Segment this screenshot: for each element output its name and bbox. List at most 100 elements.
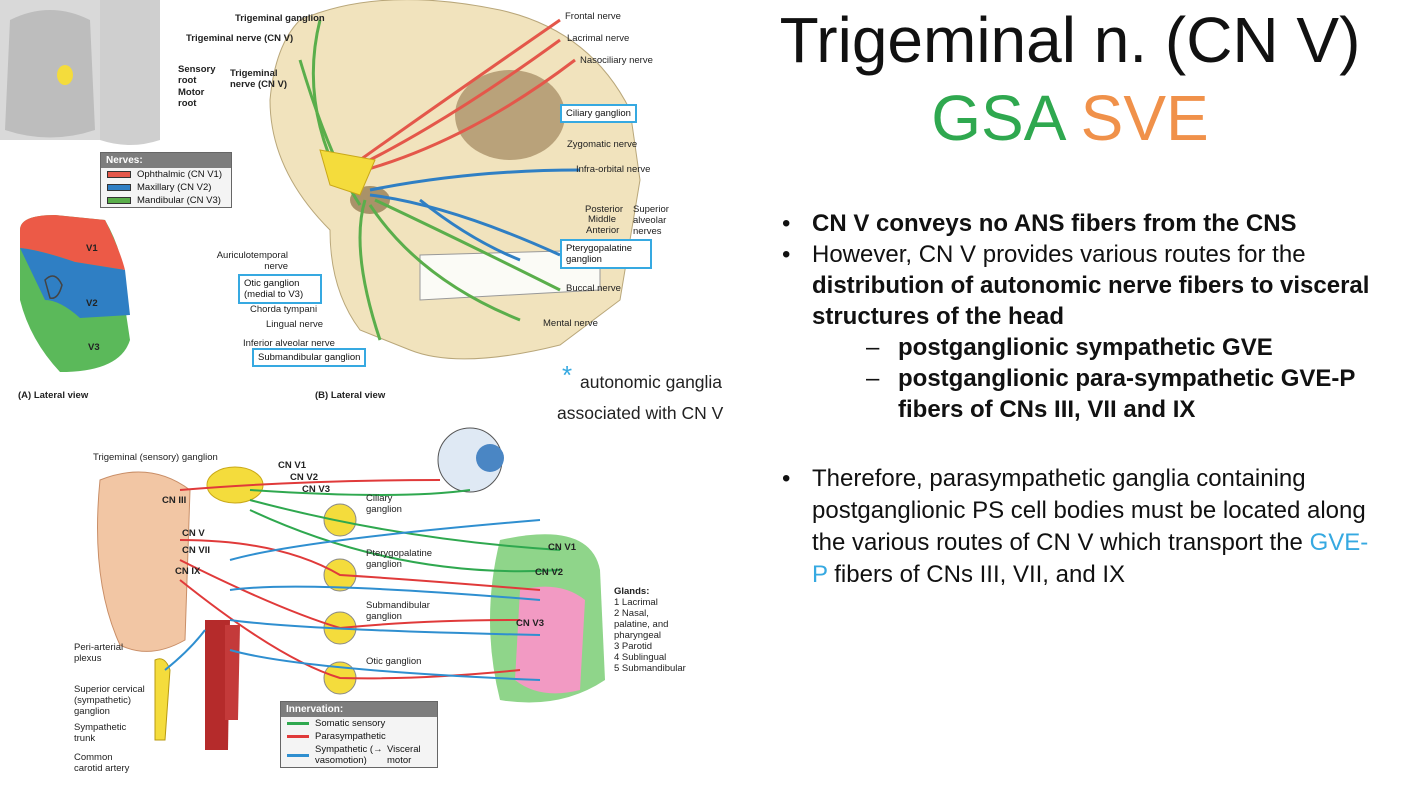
visceral-motor-label: Visceral motor	[387, 744, 421, 766]
maxillary-swatch	[107, 184, 131, 191]
trigeminal-nerve-cnv-label: Trigeminal nerve (CN V)	[230, 68, 288, 90]
legend-label: Mandibular (CN V3)	[137, 195, 221, 206]
pterygopalatine-ganglion-box: Pterygopalatine ganglion	[560, 239, 652, 269]
gland-item: 4 Sublingual	[614, 652, 667, 663]
v2-label: V2	[86, 298, 98, 309]
sub-bullet-item: – postganglionic para-sympathetic GVE-P …	[780, 363, 1380, 425]
gland-item: 2 Nasal, palatine, and pharyngeal	[614, 608, 669, 641]
ciliary-ganglion-label: Ciliary ganglion	[366, 493, 402, 515]
trigeminal-ganglion-label: Trigeminal ganglion	[235, 13, 325, 24]
legend-item: Sympathetic (→ vasomotion)Visceral motor	[281, 743, 437, 767]
middle-label: Middle	[588, 214, 616, 225]
legend-item: Parasympathetic	[281, 730, 437, 743]
lacrimal-nerve-label: Lacrimal nerve	[567, 33, 630, 44]
cn-v3-label: CN V3	[302, 484, 330, 495]
otic-ganglion-label: Otic ganglion	[366, 656, 422, 667]
slide-title: Trigeminal n. (CN V)	[779, 4, 1361, 76]
otic-ganglion-box: Otic ganglion (medial to V3)	[238, 274, 322, 304]
gsa-label: GSA	[931, 82, 1063, 154]
legend-item: Maxillary (CN V2)	[101, 181, 231, 194]
gland-item: 3 Parotid	[614, 641, 653, 652]
submandibular-ganglion-box: Submandibular ganglion	[252, 348, 367, 367]
legend-item: Mandibular (CN V3)	[101, 194, 231, 207]
autonomic-note-line1: autonomic ganglia	[580, 372, 723, 392]
bullet-dot: •	[782, 210, 791, 237]
zygomatic-nerve-label: Zygomatic nerve	[567, 139, 638, 150]
trigeminal-nerve-label: Trigeminal nerve (CN V)	[186, 33, 294, 44]
autonomic-note-line2: associated with CN V	[557, 403, 724, 423]
bullet-text-end: fibers of CNs III, VII, and IX	[827, 561, 1126, 588]
cn-v2-face-label: CN V2	[535, 567, 563, 578]
sympathetic-swatch	[287, 753, 309, 757]
cn-ix-label: CN IX	[175, 566, 201, 577]
lingual-nerve-label: Lingual nerve	[266, 319, 324, 330]
legend-item: Ophthalmic (CN V1)	[101, 168, 231, 181]
gvep-highlight: GVE-P	[812, 529, 1369, 588]
cn-v3-face-label: CN V3	[516, 618, 544, 629]
sub-bullet-text: postganglionic sympathetic GVE	[898, 334, 1273, 361]
parasympathetic-swatch	[287, 735, 309, 738]
slide-subtitle: GSA SVE	[760, 82, 1380, 154]
inferior-alveolar-label: Inferior alveolar nerve	[243, 338, 335, 349]
buccal-nerve-label: Buccal nerve	[566, 283, 621, 294]
posterior-label: Posterior	[585, 204, 624, 215]
superior-alveolar-label: Superior alveolar nerves	[633, 204, 669, 237]
asterisk-marker: *	[562, 360, 573, 390]
mandibular-swatch	[107, 197, 131, 204]
bullet-list: • CN V conveys no ANS fibers from the CN…	[780, 208, 1380, 591]
bullet-text: However, CN V provides various routes fo…	[812, 241, 1306, 268]
sub-bullet-dash: –	[866, 365, 880, 392]
bullet-item: • Therefore, parasympathetic ganglia con…	[780, 463, 1380, 591]
bullet-text: CN V conveys no ANS fibers from the CNS	[812, 210, 1297, 237]
gland-item: 5 Submandibular	[614, 663, 686, 674]
trigeminal-sensory-ganglion-label: Trigeminal (sensory) ganglion	[93, 452, 218, 463]
sve-label: SVE	[1080, 82, 1209, 154]
chorda-tympani-label: Chorda tympani	[250, 304, 318, 315]
bottom-figure: Trigeminal (sensory) ganglion CN V1 CN V…	[0, 420, 720, 794]
legend-item: Somatic sensory	[281, 717, 437, 730]
legend-label: Maxillary (CN V2)	[137, 182, 212, 193]
bullet-item: • However, CN V provides various routes …	[780, 239, 1380, 332]
superior-cervical-ganglion-label: Superior cervical (sympathetic) ganglion	[74, 684, 145, 717]
nerves-legend: Nerves: Ophthalmic (CN V1) Maxillary (CN…	[100, 152, 232, 208]
ciliary-ganglion-box: Ciliary ganglion	[560, 104, 637, 123]
v1-label: V1	[86, 243, 98, 254]
frontal-nerve-label: Frontal nerve	[565, 11, 621, 22]
bullet-text: Therefore, parasympathetic ganglia conta…	[812, 465, 1366, 556]
nasociliary-nerve-label: Nasociliary nerve	[580, 55, 653, 66]
innervation-title: Innervation:	[281, 702, 437, 717]
sub-bullet-item: – postganglionic sympathetic GVE	[780, 332, 1380, 363]
sub-bullet-text: postganglionic para-sympathetic GVE-P fi…	[898, 365, 1355, 423]
v3-label: V3	[88, 342, 100, 353]
legend-label: Parasympathetic	[315, 731, 386, 742]
legend-label: Ophthalmic (CN V1)	[137, 169, 222, 180]
cn-iii-label: CN III	[162, 495, 187, 506]
ophthalmic-swatch	[107, 171, 131, 178]
pathway-diagram	[97, 427, 605, 750]
legend-label: Sympathetic (→ vasomotion)	[315, 744, 383, 766]
top-figure: Trigeminal ganglion Trigeminal nerve (CN…	[0, 0, 760, 405]
mental-nerve-label: Mental nerve	[543, 318, 598, 329]
innervation-legend: Innervation: Somatic sensory Parasympath…	[280, 701, 438, 768]
bullet-item: • CN V conveys no ANS fibers from the CN…	[780, 208, 1380, 239]
bullet-bold-text: distribution of autonomic nerve fibers t…	[812, 272, 1370, 330]
motor-root-label: Motor root	[178, 87, 205, 109]
auriculotemporal-label: Auriculotemporal nerve	[216, 250, 288, 272]
anterior-label: Anterior	[586, 225, 620, 236]
pterygopalatine-ganglion-label: Pterygopalatine ganglion	[366, 548, 433, 570]
nerves-legend-title: Nerves:	[101, 153, 231, 168]
bullet-dot: •	[782, 465, 791, 492]
submandibular-ganglion-label: Submandibular ganglion	[366, 600, 430, 622]
sensory-root-label: Sensory root	[178, 64, 216, 86]
cn-v2-label: CN V2	[290, 472, 318, 483]
cn-v1-face-label: CN V1	[548, 542, 576, 553]
somatic-swatch	[287, 722, 309, 725]
lateral-view-b-label: (B) Lateral view	[315, 390, 386, 401]
cn-v-label: CN V	[182, 528, 205, 539]
glands-title: Glands:	[614, 586, 650, 597]
cn-v1-label: CN V1	[278, 460, 306, 471]
common-carotid-label: Common carotid artery	[74, 752, 130, 774]
bullet-dot: •	[782, 241, 791, 268]
skull-illustration	[0, 0, 641, 372]
sympathetic-trunk-label: Sympathetic trunk	[74, 722, 127, 744]
